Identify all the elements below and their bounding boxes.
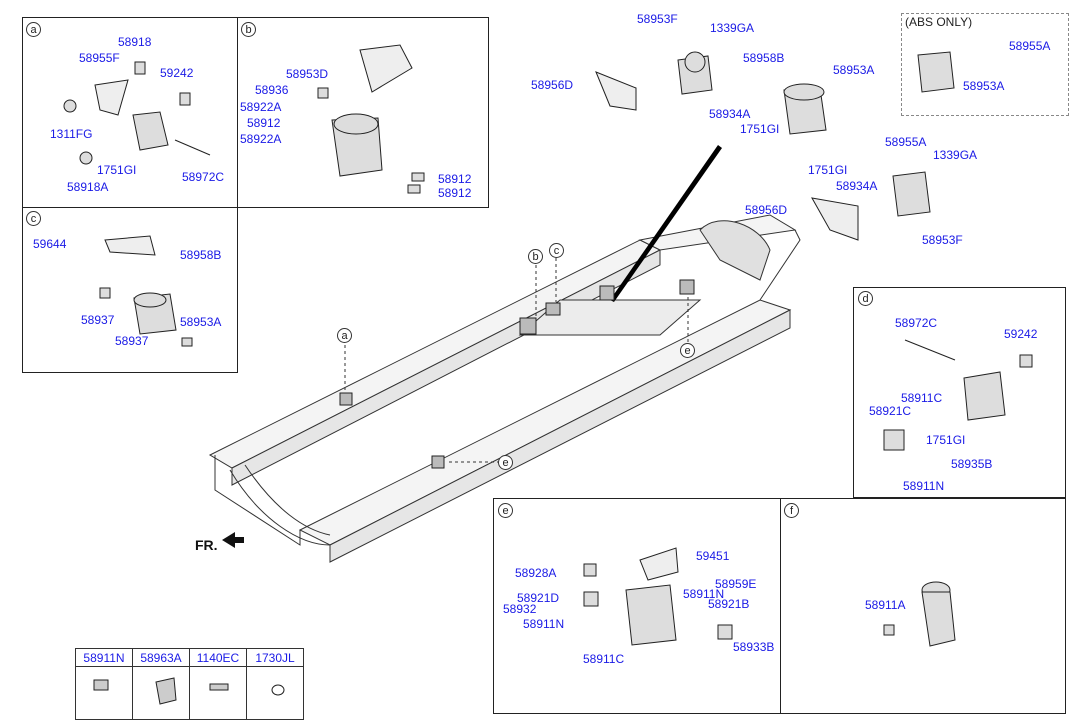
panel-b <box>237 17 489 208</box>
panel-tag-d[interactable]: d <box>858 291 873 306</box>
frame-tag-a[interactable]: a <box>337 328 352 343</box>
c-part-58937-2[interactable]: 58937 <box>115 334 149 348</box>
a-part-58918[interactable]: 58918 <box>118 35 152 49</box>
b-part-58922A-2[interactable]: 58922A <box>240 132 282 146</box>
e-part-59451[interactable]: 59451 <box>696 549 730 563</box>
b-part-58912-2[interactable]: 58912 <box>438 172 472 186</box>
frame-tag-e2[interactable]: e <box>680 343 695 358</box>
d-part-58921C[interactable]: 58921C <box>869 404 912 418</box>
d-part-1751GI[interactable]: 1751GI <box>926 433 966 447</box>
part-58953F-top[interactable]: 58953F <box>637 12 678 26</box>
d-part-58911C[interactable]: 58911C <box>901 391 943 405</box>
a-part-1751GI[interactable]: 1751GI <box>97 163 137 177</box>
b-part-58953D[interactable]: 58953D <box>286 67 329 81</box>
f-part-58911A[interactable]: 58911A <box>865 598 906 612</box>
panel-d <box>853 287 1066 498</box>
panel-tag-e[interactable]: e <box>498 503 513 518</box>
part-58955A-abs[interactable]: 58955A <box>1009 39 1051 53</box>
abs-only-label: (ABS ONLY) <box>905 15 973 29</box>
frame-tag-c[interactable]: c <box>549 243 564 258</box>
legend-icon-2 <box>132 666 190 720</box>
part-58953A-abs[interactable]: 58953A <box>963 79 1005 93</box>
legend-part-3[interactable]: 1140EC <box>189 648 247 667</box>
part-58934A-mid[interactable]: 58934A <box>836 179 878 193</box>
panel-tag-f[interactable]: f <box>784 503 799 518</box>
e-part-58928A[interactable]: 58928A <box>515 566 557 580</box>
e-part-58921D[interactable]: 58921D <box>517 591 560 605</box>
part-58956D-top[interactable]: 58956D <box>531 78 574 92</box>
e-part-58933B[interactable]: 58933B <box>733 640 775 654</box>
part-58934A-top[interactable]: 58934A <box>709 107 751 121</box>
d-part-58972C[interactable]: 58972C <box>895 316 938 330</box>
b-part-58922A-1[interactable]: 58922A <box>240 100 282 114</box>
panel-tag-c[interactable]: c <box>26 211 41 226</box>
a-part-58955F[interactable]: 58955F <box>79 51 120 65</box>
part-1339GA-top[interactable]: 1339GA <box>710 21 755 35</box>
e-part-58911N-1[interactable]: 58911N <box>683 587 725 601</box>
part-58953A-top[interactable]: 58953A <box>833 63 875 77</box>
frame-tag-e[interactable]: e <box>498 455 513 470</box>
front-direction-label: FR. <box>195 537 218 553</box>
panel-tag-a[interactable]: a <box>26 22 41 37</box>
legend-icon-4 <box>246 666 304 720</box>
c-part-58953A[interactable]: 58953A <box>180 315 222 329</box>
legend-icon-1 <box>75 666 133 720</box>
panel-f <box>780 498 1066 714</box>
b-part-58912-3[interactable]: 58912 <box>438 186 472 200</box>
legend-part-1[interactable]: 58911N <box>75 648 133 667</box>
d-part-58935B[interactable]: 58935B <box>951 457 993 471</box>
e-part-58911C[interactable]: 58911C <box>583 652 625 666</box>
c-part-59644[interactable]: 59644 <box>33 237 67 251</box>
part-58958B[interactable]: 58958B <box>743 51 785 65</box>
part-58955A-mid[interactable]: 58955A <box>885 135 927 149</box>
e-part-58959E[interactable]: 58959E <box>715 577 757 591</box>
part-1751GI-mid[interactable]: 1751GI <box>808 163 848 177</box>
part-1751GI-top[interactable]: 1751GI <box>740 122 780 136</box>
legend-part-4[interactable]: 1730JL <box>246 648 304 667</box>
abs-only-panel <box>901 13 1069 116</box>
d-part-58911N[interactable]: 58911N <box>903 479 945 493</box>
e-part-58932[interactable]: 58932 <box>503 602 537 616</box>
a-part-58918A[interactable]: 58918A <box>67 180 109 194</box>
c-part-58937-1[interactable]: 58937 <box>81 313 115 327</box>
part-1339GA-mid[interactable]: 1339GA <box>933 148 978 162</box>
legend-part-2[interactable]: 58963A <box>132 648 190 667</box>
part-58953F-mid[interactable]: 58953F <box>922 233 963 247</box>
e-part-58911N-2[interactable]: 58911N <box>523 617 565 631</box>
c-part-58958B[interactable]: 58958B <box>180 248 222 262</box>
d-part-59242[interactable]: 59242 <box>1004 327 1038 341</box>
legend-icon-3 <box>189 666 247 720</box>
panel-tag-b[interactable]: b <box>241 22 256 37</box>
pointer-arrow <box>610 145 722 302</box>
e-part-58921B[interactable]: 58921B <box>708 597 750 611</box>
a-part-1311FG[interactable]: 1311FG <box>50 127 93 141</box>
a-part-58972C[interactable]: 58972C <box>182 170 225 184</box>
b-part-58936[interactable]: 58936 <box>255 83 289 97</box>
legend-table: 58911N 58963A 1140EC 1730JL <box>75 648 304 720</box>
panel-c <box>22 207 238 373</box>
b-part-58912-1[interactable]: 58912 <box>247 116 281 130</box>
a-part-59242[interactable]: 59242 <box>160 66 194 80</box>
part-58956D-mid[interactable]: 58956D <box>745 203 788 217</box>
frame-tag-b[interactable]: b <box>528 249 543 264</box>
